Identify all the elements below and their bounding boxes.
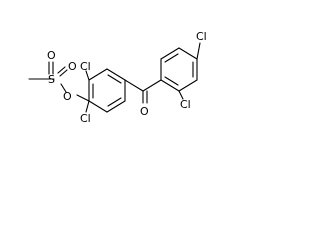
bond-double-inner [164, 53, 179, 63]
atom-cl-ortho: Cl [180, 98, 191, 111]
bond [60, 83, 67, 93]
bond [106, 68, 126, 81]
bond-double-inner [107, 74, 122, 84]
bond [76, 94, 90, 102]
bond [59, 69, 68, 77]
right-ring [160, 47, 198, 92]
bond [178, 47, 198, 60]
atom-s: S [48, 73, 55, 86]
atom-o-sulfonyl-right: O [68, 60, 77, 73]
atom-cl-lower: Cl [80, 112, 91, 125]
atom-o-carbonyl: O [140, 105, 149, 118]
bond [85, 70, 90, 81]
structure-drawing: Cl Cl O S O O O Cl Cl [28, 30, 207, 125]
atom-cl-para: Cl [196, 30, 207, 43]
atom-cl-upper: Cl [80, 60, 91, 73]
bond [178, 79, 198, 92]
bond [178, 90, 184, 100]
bond [160, 47, 180, 60]
bond [196, 42, 201, 60]
bond [160, 79, 180, 92]
bond-double-inner [164, 76, 179, 86]
atom-o-sulfonyl-top: O [47, 49, 56, 62]
bond [88, 68, 108, 81]
bond [106, 100, 126, 113]
bond [142, 79, 162, 92]
bond [88, 100, 108, 113]
left-ring [88, 68, 126, 113]
bond [85, 100, 90, 113]
bond [124, 79, 144, 92]
bond-double-inner [107, 97, 122, 107]
atom-o-ester: O [63, 90, 72, 103]
bond [57, 66, 66, 74]
